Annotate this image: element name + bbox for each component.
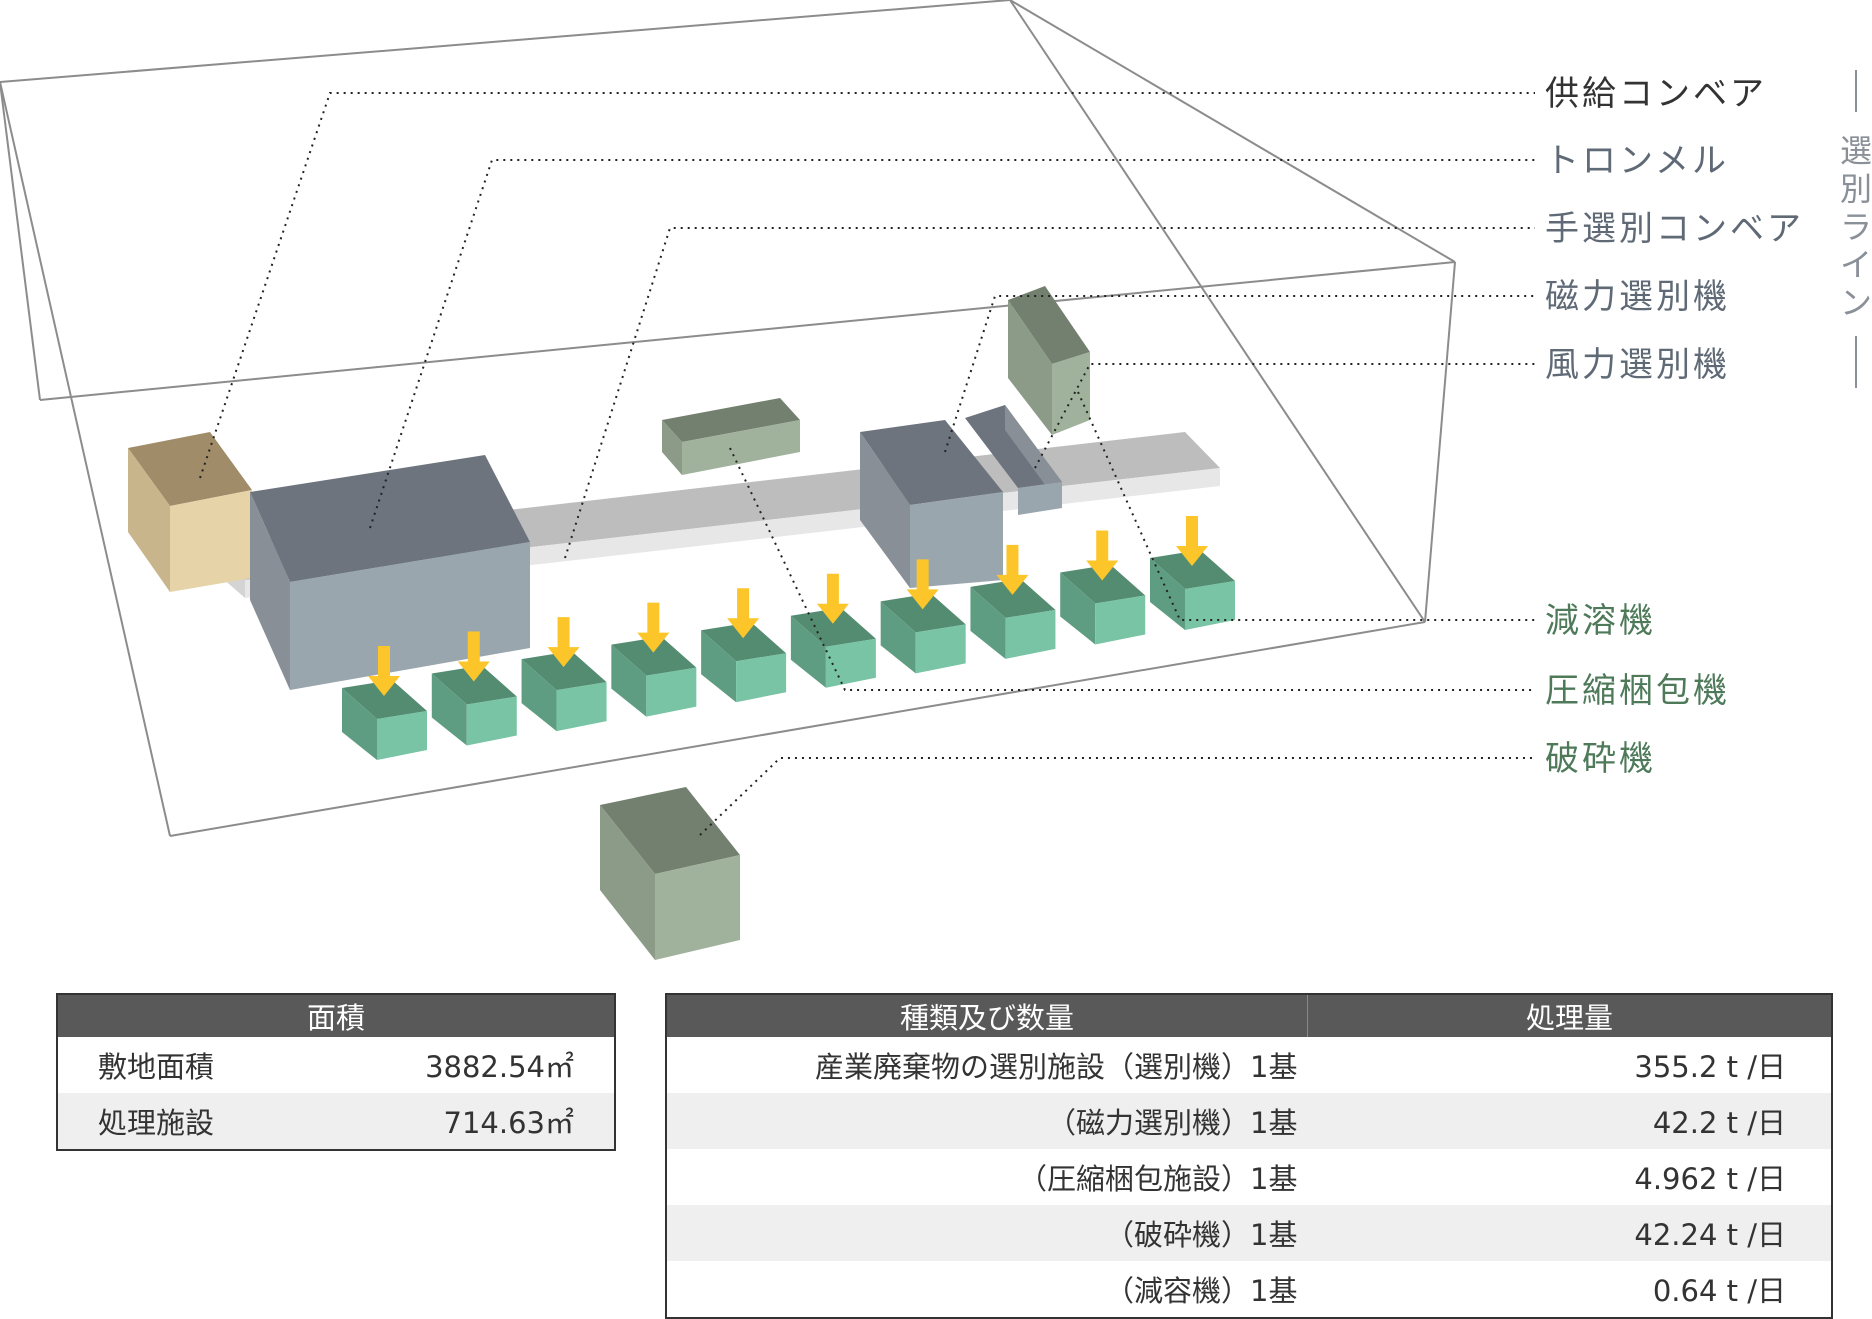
bin-front — [1185, 581, 1235, 630]
bin-side — [701, 630, 737, 703]
bin-top — [1150, 550, 1235, 589]
capacity-header-type: 種類及び数量 — [666, 994, 1308, 1037]
bin-front — [556, 682, 607, 732]
bin-front — [377, 711, 427, 760]
building-wireframe — [0, 0, 1456, 837]
capacity-name: （圧縮梱包施設）1基 — [1018, 1162, 1298, 1196]
down-arrow-icon — [816, 573, 849, 624]
bin-side — [521, 659, 557, 732]
bin-top — [431, 665, 517, 705]
bin-front — [736, 653, 787, 703]
bin-top — [970, 578, 1056, 618]
label-trommel: トロンメル — [1545, 141, 1729, 181]
capacity-name: （破砕機）1基 — [666, 1205, 1308, 1261]
capacity-header-amount: 処理量 — [1307, 994, 1832, 1037]
area-value: 714.63㎡ — [309, 1093, 615, 1150]
bin-side — [342, 688, 377, 760]
bin-side — [880, 601, 916, 674]
bin — [701, 588, 787, 703]
bin — [1150, 516, 1235, 630]
bin-side — [790, 615, 826, 688]
bin-front — [466, 696, 517, 746]
baler-unit — [662, 398, 800, 475]
sorting-line-char-5: ン — [1840, 284, 1872, 322]
table-row: 処理施設 714.63㎡ — [57, 1093, 615, 1150]
label-magnetic-separator: 磁力選別機 — [1545, 277, 1730, 317]
capacity-name: （磁力選別機）1基 — [666, 1093, 1308, 1149]
bin-top — [342, 680, 427, 719]
crusher — [600, 787, 740, 960]
bin — [611, 602, 697, 717]
bin-side — [1150, 558, 1185, 630]
down-arrow-icon — [996, 544, 1029, 595]
secondary-separator-block — [965, 405, 1062, 515]
bin-side — [1060, 572, 1096, 645]
supply-feeder — [128, 432, 252, 592]
down-arrow-icon — [368, 646, 400, 696]
bin-side — [431, 673, 467, 746]
area-name: 処理施設 — [57, 1093, 310, 1150]
bin — [790, 573, 876, 688]
down-arrow-icon — [906, 559, 939, 610]
bin-top — [701, 622, 787, 662]
area-name: 敷地面積 — [98, 1050, 215, 1084]
facility-diagram: 供給コンベア トロンメル 手選別コンベア 磁力選別機 風力選別機 減溶機 圧縮梱… — [0, 0, 1872, 960]
bin-side — [970, 586, 1006, 659]
bin — [342, 646, 427, 760]
label-crusher: 破砕機 — [1545, 739, 1656, 779]
sorting-line-char-3: ラ — [1840, 208, 1872, 246]
bin-top — [611, 636, 697, 676]
capacity-value: 355.2 t /日 — [1634, 1050, 1786, 1084]
capacity-value: 42.24 t /日 — [1307, 1205, 1832, 1261]
capacity-value: 42.2 t /日 — [1307, 1093, 1832, 1149]
down-arrow-icon — [1086, 530, 1119, 581]
wind-separator-tower — [1008, 286, 1090, 435]
table-row: （磁力選別機）1基 42.2 t /日 — [666, 1093, 1832, 1149]
sorting-line-char-4: イ — [1840, 246, 1872, 284]
bin — [970, 544, 1056, 659]
leader-lines — [199, 92, 1535, 836]
label-hand-sorting-conveyor: 手選別コンベア — [1545, 209, 1804, 249]
capacity-value: 4.962 t /日 — [1634, 1162, 1786, 1196]
down-arrow-icon — [727, 588, 760, 639]
down-arrow-icon — [457, 631, 490, 682]
bin — [1060, 530, 1146, 645]
table-row: 産業廃棄物の選別施設（選別機）1基 355.2 t /日 — [666, 1037, 1832, 1093]
bin-top — [790, 607, 876, 647]
down-arrow-icon — [1176, 516, 1208, 566]
label-volume-reducer: 減溶機 — [1545, 601, 1656, 641]
sorting-line-char-2: 別 — [1840, 170, 1872, 208]
label-wind-separator: 風力選別機 — [1545, 345, 1730, 385]
bin-front — [915, 624, 966, 674]
capacity-name: 産業廃棄物の選別施設（選別機）1基 — [815, 1050, 1298, 1084]
down-arrow-icon — [547, 617, 580, 668]
bin-front — [1005, 609, 1056, 659]
table-row: 敷地面積 3882.54㎡ — [57, 1037, 615, 1093]
sorting-line-bracket: 選 別 ラ イ ン — [1840, 70, 1872, 388]
capacity-table: 種類及び数量 処理量 産業廃棄物の選別施設（選別機）1基 355.2 t /日 … — [665, 993, 1833, 1319]
table-row: （減容機）1基 0.64 t /日 — [666, 1261, 1832, 1318]
magnetic-separator-block — [860, 420, 1003, 588]
bin — [880, 559, 966, 674]
area-table: 面積 敷地面積 3882.54㎡ 処理施設 714.63㎡ — [56, 993, 616, 1151]
capacity-value: 0.64 t /日 — [1652, 1274, 1786, 1308]
capacity-name: （減容機）1基 — [1105, 1274, 1298, 1308]
label-supply-conveyor: 供給コンベア — [1545, 74, 1767, 114]
bin — [431, 631, 517, 746]
table-row: （圧縮梱包施設）1基 4.962 t /日 — [666, 1149, 1832, 1205]
bin-front — [1095, 595, 1146, 645]
label-compression-baler: 圧縮梱包機 — [1545, 671, 1730, 711]
down-arrow-icon — [637, 602, 670, 653]
bin-top — [521, 651, 607, 691]
bin — [521, 617, 607, 732]
bin-top — [880, 593, 966, 633]
sorting-line-char-1: 選 — [1840, 132, 1872, 170]
area-table-header: 面積 — [57, 994, 615, 1037]
bin-front — [646, 667, 697, 717]
bin-top — [1060, 564, 1146, 604]
area-value: 3882.54㎡ — [425, 1050, 574, 1084]
bin-side — [611, 644, 647, 717]
bins-group — [342, 516, 1235, 760]
table-row: （破砕機）1基 42.24 t /日 — [666, 1205, 1832, 1261]
